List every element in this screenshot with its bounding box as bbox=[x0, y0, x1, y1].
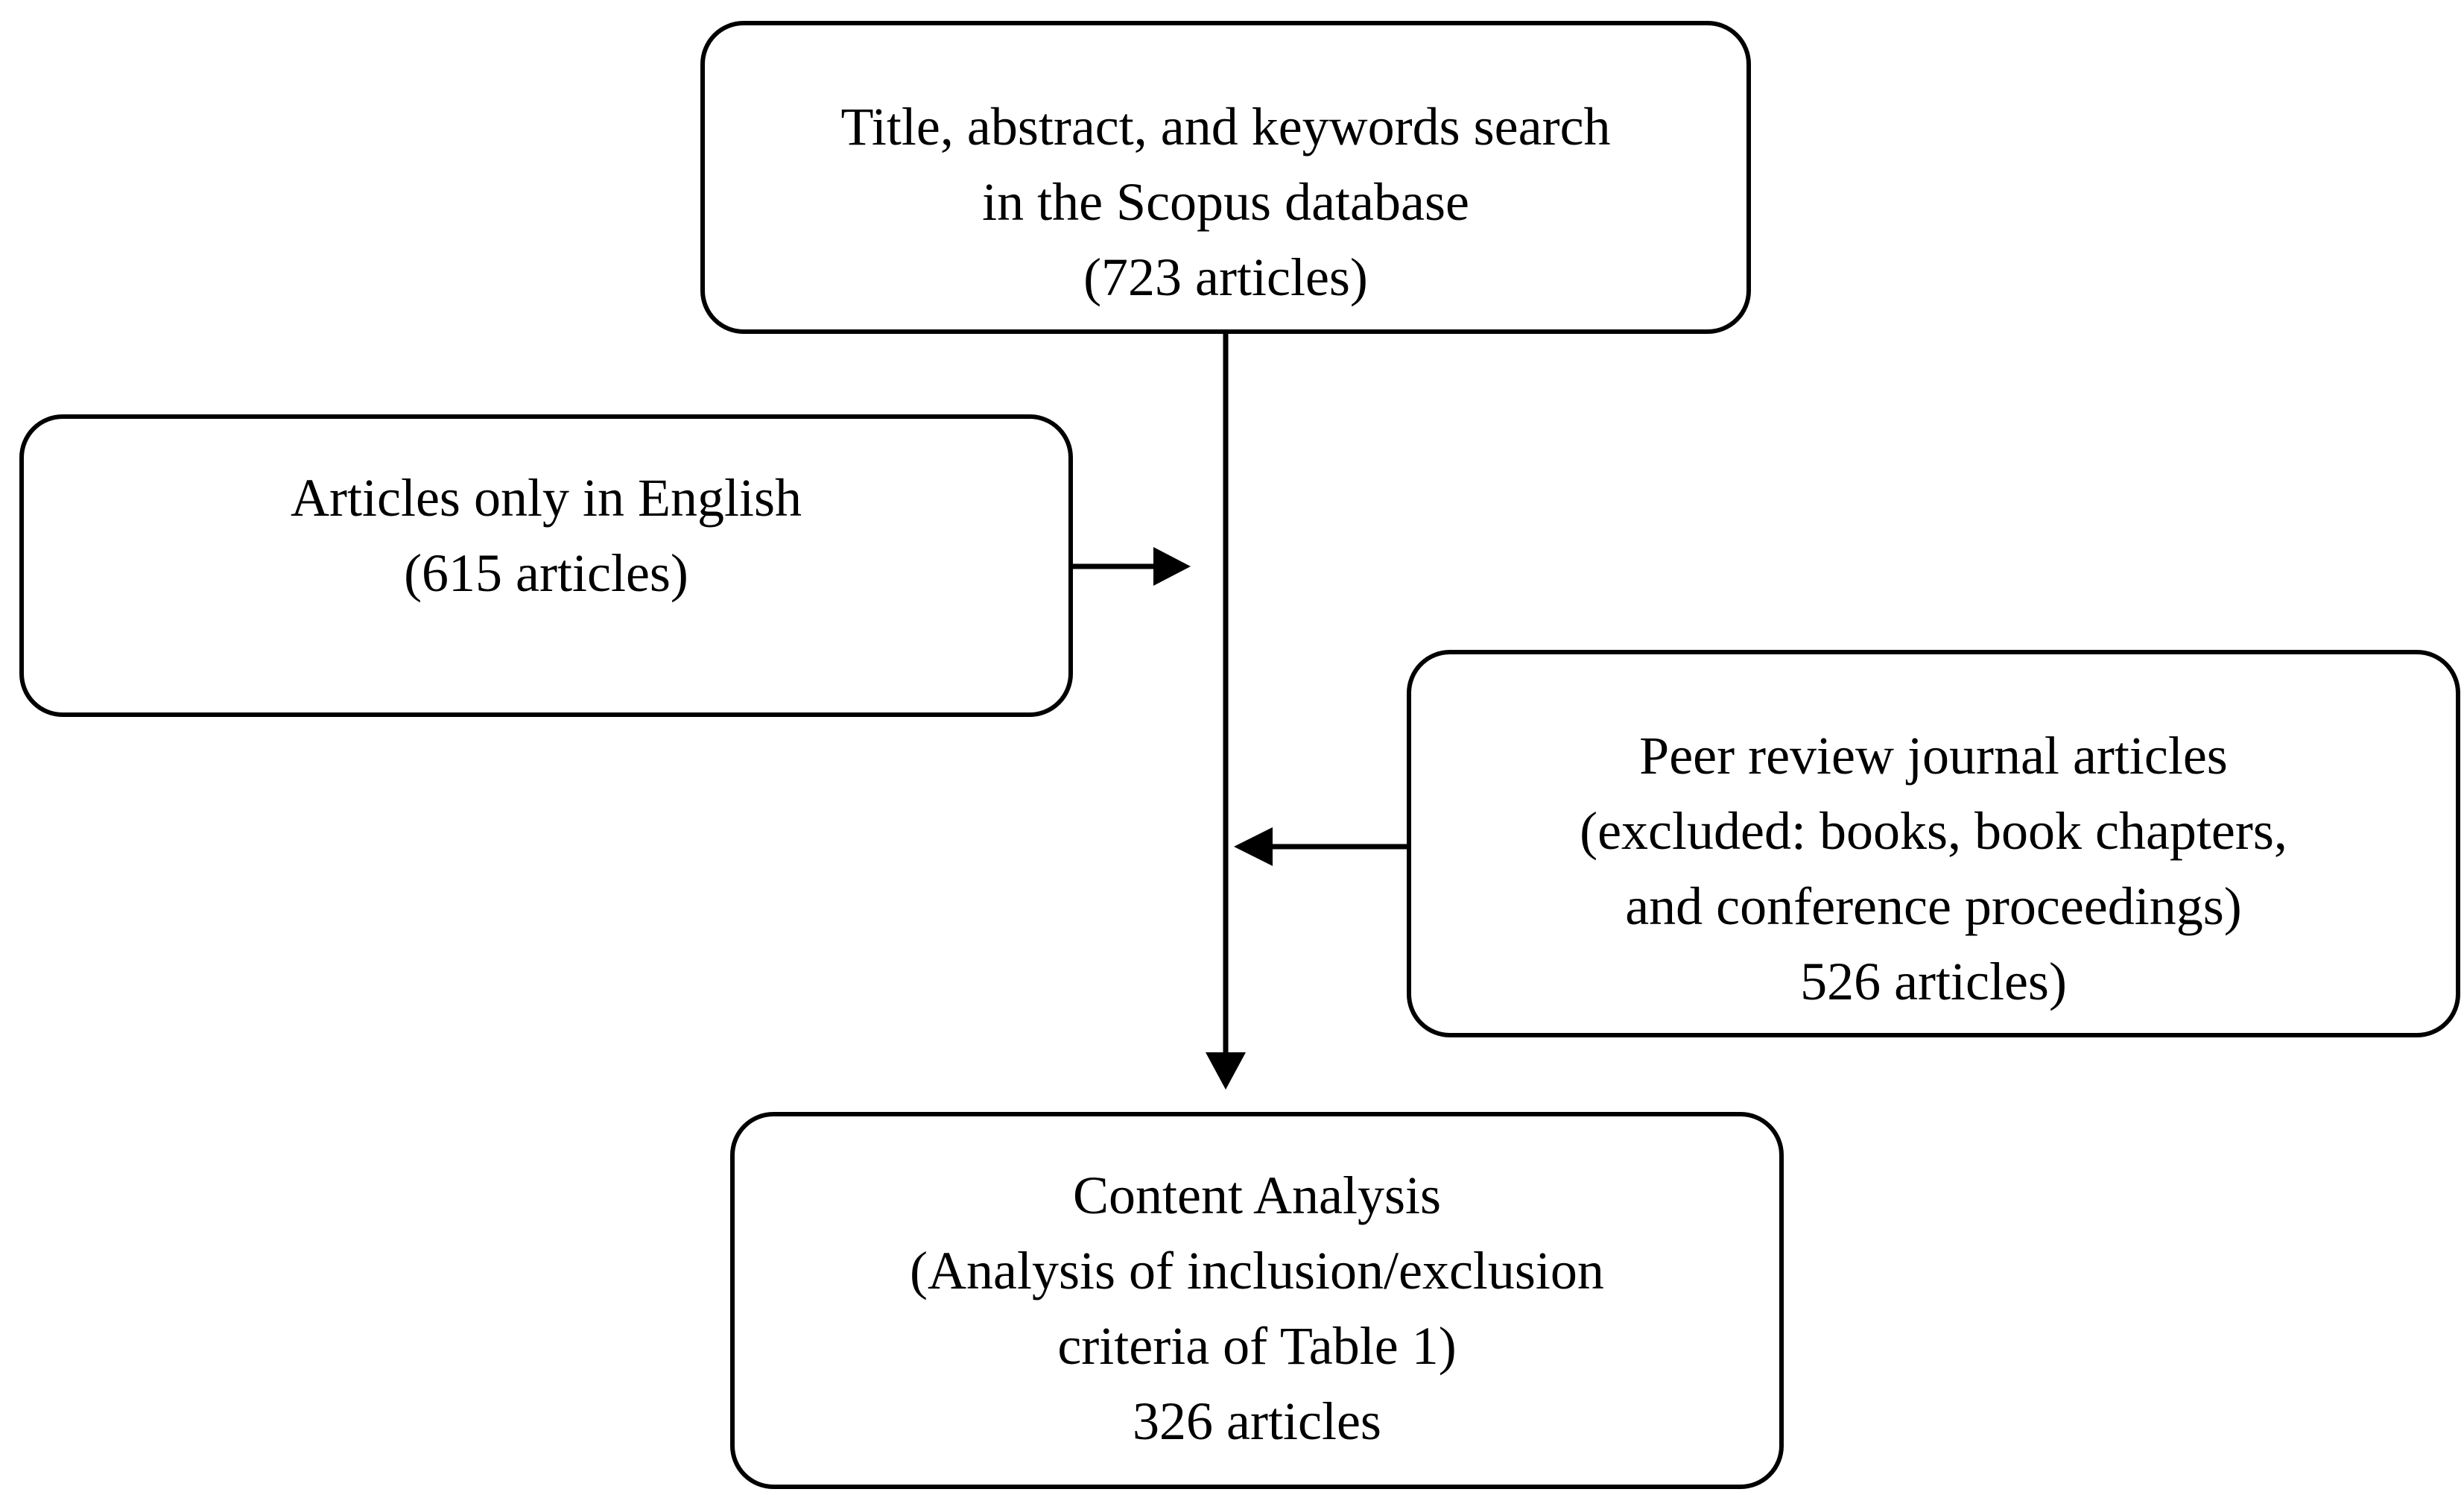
content-box-line-3: criteria of Table 1) bbox=[1057, 1316, 1457, 1376]
scopus-search-box: Title, abstract, and keywords search in … bbox=[700, 21, 1751, 334]
peer-box-line-1: Peer review journal articles bbox=[1639, 726, 2228, 786]
peer-box-line-3: and conference proceedings) bbox=[1625, 876, 2242, 936]
arrow-from-peer-review bbox=[1234, 827, 1273, 866]
english-box-line-2: (615 articles) bbox=[404, 543, 688, 603]
arrow-from-english bbox=[1153, 547, 1191, 586]
peer-box-line-4: 526 articles) bbox=[1800, 952, 2067, 1011]
content-box-line-2: (Analysis of inclusion/exclusion bbox=[910, 1241, 1604, 1300]
search-box-line-2: in the Scopus database bbox=[982, 172, 1469, 232]
content-analysis-box: Content Analysis (Analysis of inclusion/… bbox=[730, 1112, 1784, 1489]
peer-review-box: Peer review journal articles (excluded: … bbox=[1407, 650, 2460, 1037]
english-box-line-1: Articles only in English bbox=[291, 468, 802, 528]
content-box-line-1: Content Analysis bbox=[1072, 1166, 1441, 1225]
english-only-box: Articles only in English (615 articles) bbox=[19, 414, 1073, 717]
arrow-to-content-analysis bbox=[1206, 1052, 1246, 1090]
content-box-line-4: 326 articles bbox=[1133, 1391, 1381, 1451]
search-box-line-1: Title, abstract, and keywords search bbox=[840, 97, 1611, 157]
peer-box-line-2: (excluded: books, book chapters, bbox=[1580, 801, 2287, 861]
search-box-line-3: (723 articles) bbox=[1083, 247, 1368, 307]
